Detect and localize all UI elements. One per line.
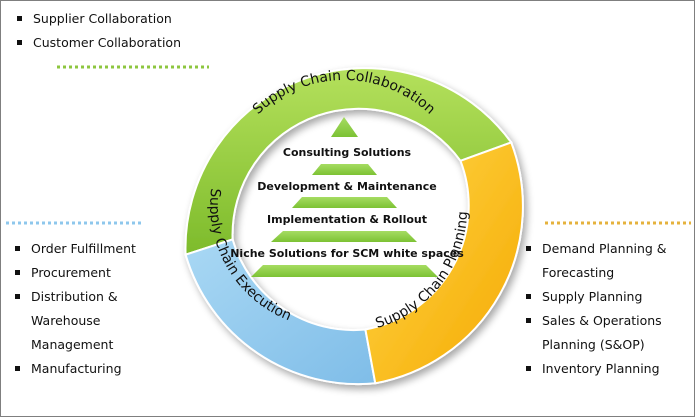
bullet-icon [526, 366, 531, 371]
bullet-icon [17, 40, 22, 45]
bullet-icon [17, 16, 22, 21]
collaboration-list: Supplier Collaboration Customer Collabor… [17, 7, 181, 55]
execution-list: Order Fulfillment Procurement Distributi… [15, 237, 195, 381]
pyramid-level-4 [271, 231, 417, 242]
planning-arc [364, 141, 524, 385]
pyramid-label-development: Development & Maintenance [257, 180, 437, 193]
bullet-icon [15, 246, 20, 251]
list-item: Customer Collaboration [17, 31, 181, 55]
list-item: Sales & Operations Planning (S&OP) [526, 309, 691, 357]
list-item: Demand Planning & Forecasting [526, 237, 691, 285]
bullet-icon [526, 246, 531, 251]
bullet-icon [526, 294, 531, 299]
bullet-icon [15, 294, 20, 299]
bullet-icon [526, 318, 531, 323]
list-item: Supply Planning [526, 285, 691, 309]
list-item: Inventory Planning [526, 357, 691, 381]
pyramid-level-5 [251, 265, 438, 277]
execution-arc [184, 238, 377, 386]
list-item: Manufacturing [15, 357, 195, 381]
collaboration-arc [184, 67, 513, 257]
list-item: Procurement [15, 261, 195, 285]
planning-list: Demand Planning & Forecasting Supply Pla… [526, 237, 691, 381]
pyramid [251, 117, 438, 277]
pyramid-level-1 [331, 117, 358, 137]
bullet-icon [15, 366, 20, 371]
list-item: Supplier Collaboration [17, 7, 181, 31]
bullet-icon [15, 270, 20, 275]
list-item: Order Fulfillment [15, 237, 195, 261]
pyramid-label-consulting: Consulting Solutions [282, 146, 412, 159]
pyramid-level-2 [312, 164, 377, 175]
pyramid-level-3 [292, 197, 397, 208]
pyramid-label-implementation: Implementation & Rollout [267, 213, 427, 226]
pyramid-label-niche: Niche Solutions for SCM white spaces [230, 247, 464, 260]
list-item: Distribution & Warehouse Management [15, 285, 195, 357]
